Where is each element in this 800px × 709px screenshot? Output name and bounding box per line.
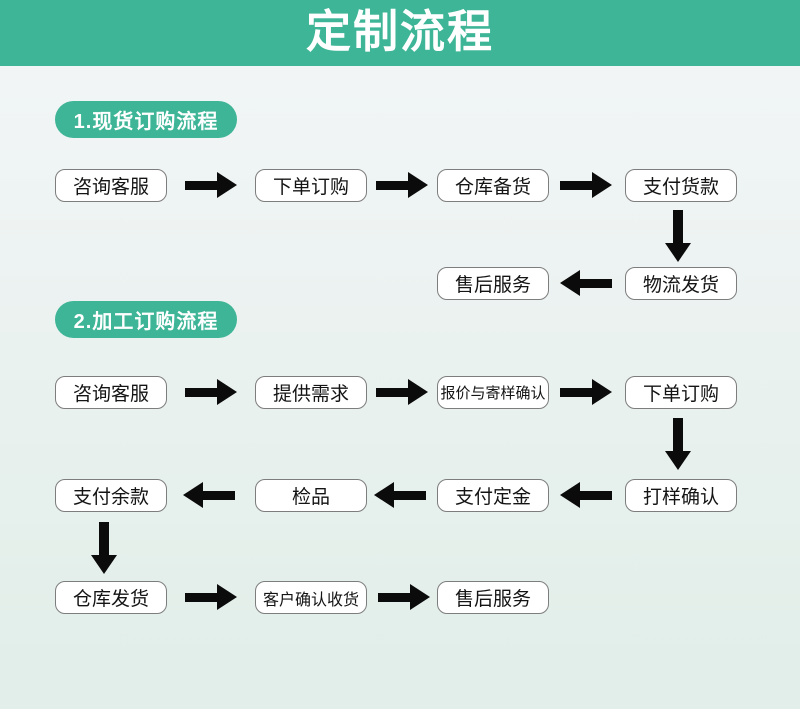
step-pay-deposit: 支付定金	[437, 479, 549, 512]
step-warehouse-stock: 仓库备货	[437, 169, 549, 202]
step-product-inspection: 检品	[255, 479, 367, 512]
step-place-order-2: 下单订购	[625, 376, 737, 409]
arrow-right-icon	[560, 172, 612, 198]
section-1-label: 1.现货订购流程	[55, 101, 237, 138]
arrow-left-icon	[560, 482, 612, 508]
arrow-down-icon	[665, 210, 691, 262]
step-pay-for-goods: 支付货款	[625, 169, 737, 202]
section-2-label: 2.加工订购流程	[55, 301, 237, 338]
step-pay-balance: 支付余款	[55, 479, 167, 512]
arrow-right-icon	[376, 172, 428, 198]
step-customer-confirm-receipt: 客户确认收货	[255, 581, 367, 614]
arrow-right-icon	[378, 584, 430, 610]
step-after-sales-service: 售后服务	[437, 267, 549, 300]
step-logistics-delivery: 物流发货	[625, 267, 737, 300]
step-place-order: 下单订购	[255, 169, 367, 202]
page-header: 定制流程	[0, 0, 800, 66]
step-consult-service: 咨询客服	[55, 169, 167, 202]
step-quote-and-sample-confirm: 报价与寄样确认	[437, 376, 549, 409]
page-title: 定制流程	[305, 6, 494, 57]
arrow-right-icon	[376, 379, 428, 405]
arrow-left-icon	[374, 482, 426, 508]
arrow-right-icon	[185, 172, 237, 198]
arrow-right-icon	[185, 584, 237, 610]
arrow-left-icon	[183, 482, 235, 508]
arrow-left-icon	[560, 270, 612, 296]
step-provide-requirements: 提供需求	[255, 376, 367, 409]
arrow-down-icon	[91, 522, 117, 574]
arrow-right-icon	[185, 379, 237, 405]
step-consult-service-2: 咨询客服	[55, 376, 167, 409]
arrow-down-icon	[665, 418, 691, 470]
step-after-sales-service-2: 售后服务	[437, 581, 549, 614]
step-warehouse-delivery: 仓库发货	[55, 581, 167, 614]
arrow-right-icon	[560, 379, 612, 405]
step-proof-confirm: 打样确认	[625, 479, 737, 512]
